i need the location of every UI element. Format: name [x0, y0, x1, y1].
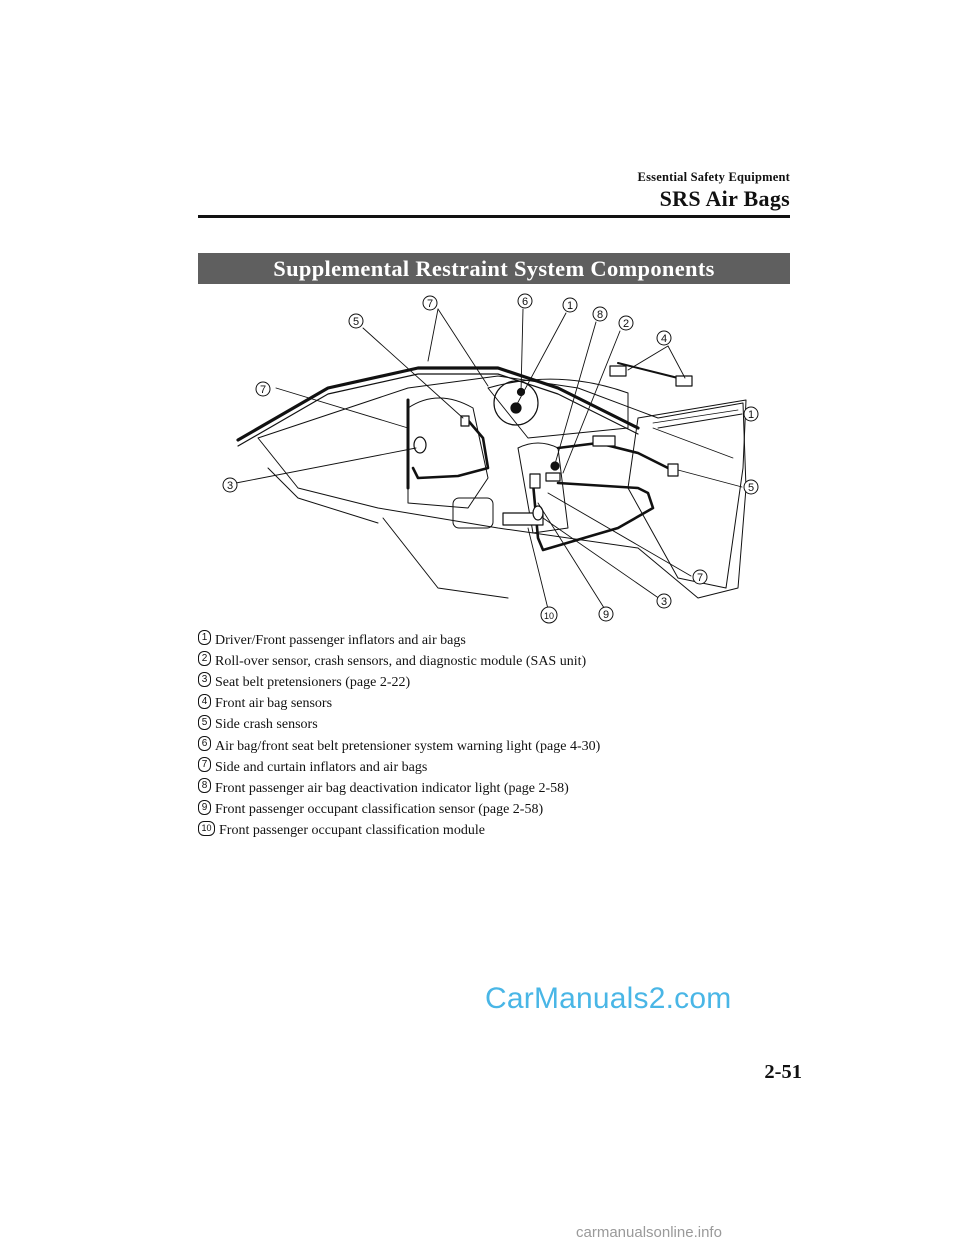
callout-1: 1 [748, 409, 754, 421]
watermark-logo: CarManuals2.com [485, 982, 732, 1015]
callout-7: 7 [260, 384, 266, 396]
callout-7: 7 [697, 572, 703, 584]
legend-number: 9 [198, 799, 211, 815]
driver-seat [407, 397, 489, 509]
legend-text: Front passenger air bag deactivation ind… [215, 780, 569, 796]
passenger-seat [517, 442, 569, 534]
callout-8: 8 [597, 309, 603, 321]
dashboard [487, 378, 629, 439]
legend-text: Side and curtain inflators and air bags [215, 759, 428, 775]
section-title: SRS Air Bags [659, 186, 790, 211]
callout-10: 10 [544, 611, 554, 621]
front-sensor-left [609, 365, 627, 377]
sas-unit [592, 435, 616, 447]
callout-7: 7 [427, 298, 433, 310]
chapter-title: Essential Safety Equipment [637, 170, 790, 184]
legend-text: Front passenger occupant classification … [215, 802, 544, 818]
legend-number: 8 [198, 778, 211, 794]
legend-number: 1 [198, 630, 211, 646]
wiring-harness [411, 416, 490, 480]
callout-5: 5 [748, 482, 754, 494]
callout-3: 3 [661, 596, 667, 608]
legend-text: Front passenger occupant classification … [219, 823, 485, 839]
legend-number: 10 [198, 820, 215, 836]
front-sensor-right [675, 375, 693, 387]
legend-text: Front air bag sensors [215, 696, 333, 712]
page-number: 2-51 [764, 1061, 802, 1083]
srs-components-diagram: 5 7 6 1 8 2 4 7 1 3 5 7 3 9 10 [222, 293, 759, 624]
legend-text: Air bag/front seat belt pretensioner sys… [215, 738, 601, 754]
callout-3: 3 [227, 480, 233, 492]
pretensioner-right [532, 505, 544, 521]
callout-9: 9 [603, 609, 609, 621]
callout-1: 1 [567, 300, 573, 312]
car-body-outline [257, 375, 747, 599]
steering-wheel [493, 380, 539, 426]
door-outline [627, 399, 747, 589]
legend-number: 6 [198, 736, 211, 752]
legend-text: Side crash sensors [215, 717, 318, 733]
legend-text: Seat belt pretensioners (page 2-22) [215, 674, 411, 690]
callout-5: 5 [353, 316, 359, 328]
side-crash-sensor-rear [460, 415, 470, 427]
pretensioner-left [413, 436, 427, 454]
legend-number: 7 [198, 757, 211, 773]
legend-number: 5 [198, 714, 211, 730]
occupant-classification-module [529, 473, 541, 489]
legend-text: Roll-over sensor, crash sensors, and dia… [215, 653, 587, 669]
legend-number: 3 [198, 672, 211, 688]
header-divider [198, 215, 790, 218]
callout-2: 2 [623, 318, 629, 330]
legend-number: 2 [198, 651, 211, 667]
side-crash-sensor-door [667, 463, 679, 477]
footer-site-link[interactable]: carmanualsonline.info [576, 1224, 722, 1241]
callout-4: 4 [661, 333, 667, 345]
indicator-light [550, 461, 560, 471]
legend-text: Driver/Front passenger inflators and air… [215, 632, 466, 648]
section-banner: Supplemental Restraint System Components [198, 253, 790, 284]
legend-number: 4 [198, 693, 211, 709]
callout-6: 6 [522, 296, 528, 308]
curtain-airbag-rail [236, 366, 640, 442]
